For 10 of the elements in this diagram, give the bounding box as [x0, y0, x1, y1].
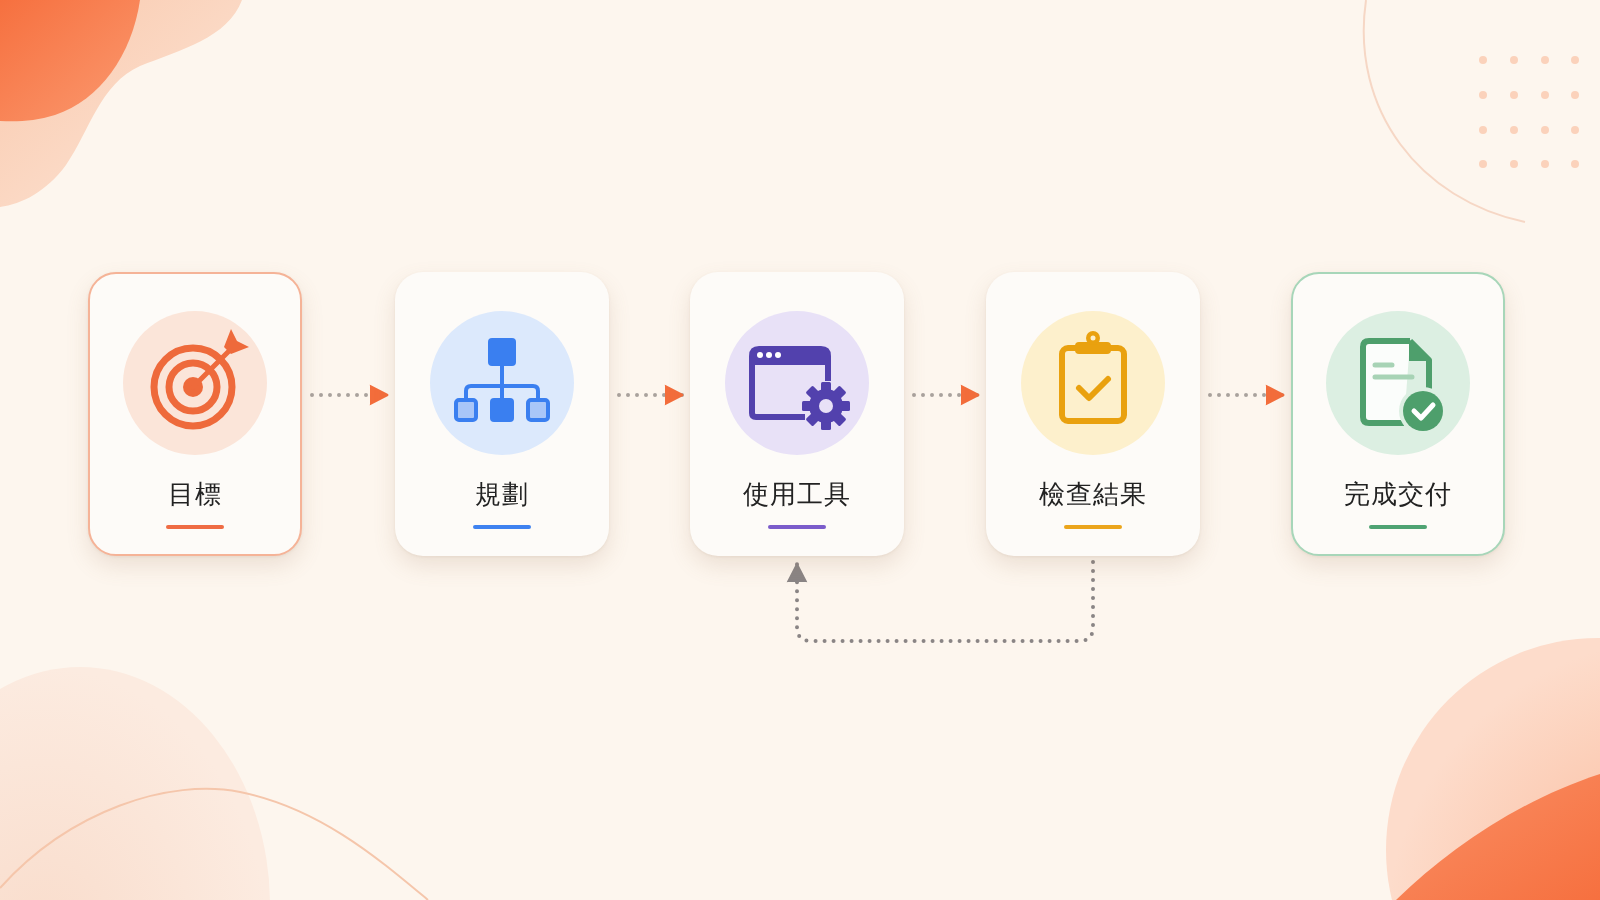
step-card	[690, 272, 904, 556]
step-card	[1291, 272, 1505, 556]
step-label: 規劃	[475, 479, 529, 509]
step-label: 使用工具	[743, 479, 851, 509]
step-label: 檢查結果	[1039, 479, 1147, 509]
step-label: 目標	[168, 479, 222, 509]
step-label: 完成交付	[1344, 479, 1452, 509]
step-card	[986, 272, 1200, 556]
step-card	[88, 272, 302, 556]
step-card	[395, 272, 609, 556]
